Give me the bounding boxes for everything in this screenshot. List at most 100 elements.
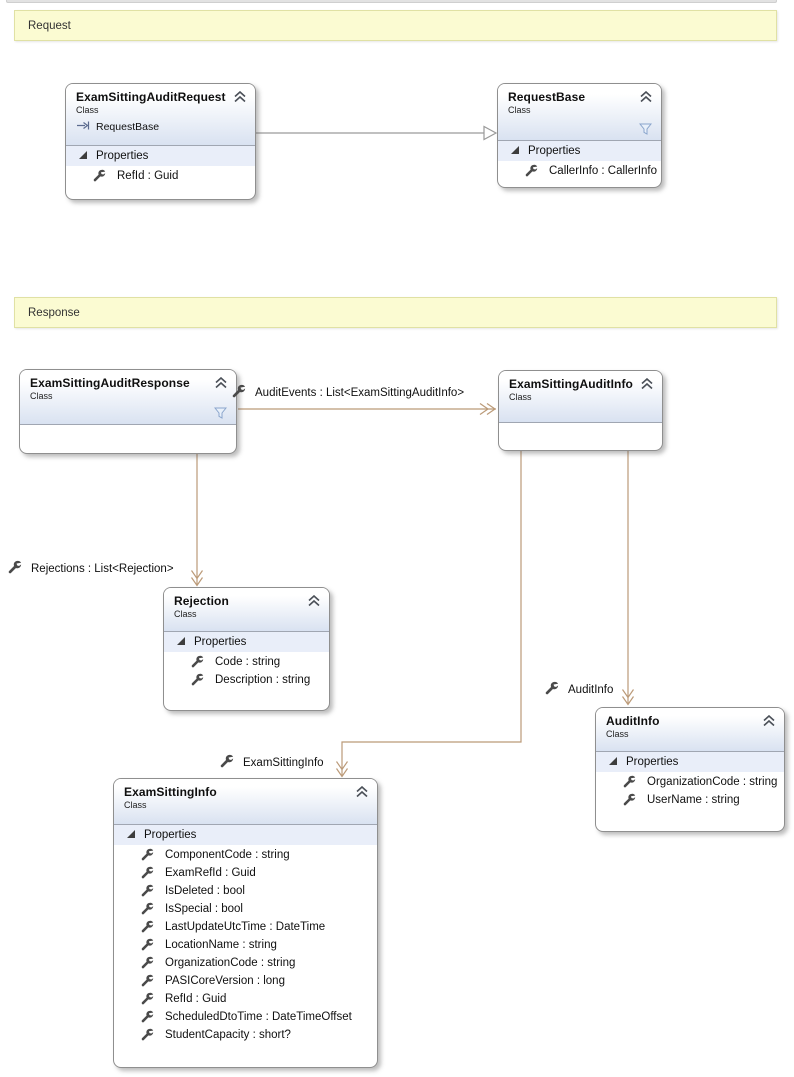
collapse-chevron-icon[interactable] xyxy=(233,90,247,103)
collapse-chevron-icon[interactable] xyxy=(640,377,654,390)
class-title: Rejection xyxy=(174,594,229,608)
clipped-shape-edge xyxy=(6,0,777,3)
class-title: ExamSittingInfo xyxy=(124,785,217,799)
association-label: AuditEvents : List<ExamSittingAuditInfo> xyxy=(255,386,465,399)
connector-label-exam-sitting-info[interactable]: ExamSittingInfo xyxy=(220,754,324,771)
banner-label: Request xyxy=(28,19,71,32)
properties-compartment-header[interactable]: Properties xyxy=(66,146,255,166)
wrench-icon xyxy=(525,164,538,177)
wrench-icon xyxy=(141,848,154,861)
property-label: ComponentCode : string xyxy=(165,848,290,861)
property-label: ScheduledDtoTime : DateTimeOffset xyxy=(165,1010,352,1023)
comment-banner-request[interactable]: Request xyxy=(14,10,777,41)
properties-compartment-header[interactable]: Properties xyxy=(596,752,784,772)
property-label: LocationName : string xyxy=(165,938,277,951)
association-connector-audit-info[interactable] xyxy=(622,451,634,706)
property-label: UserName : string xyxy=(647,793,740,806)
filter-icon[interactable] xyxy=(213,406,228,419)
property-label: LastUpdateUtcTime : DateTime xyxy=(165,920,326,933)
property-label: ExamRefId : Guid xyxy=(165,866,256,879)
inheritance-connector-requestbase[interactable] xyxy=(256,125,498,141)
class-header: ExamSittingInfo Class xyxy=(114,779,377,825)
property-row[interactable]: LocationName : string xyxy=(114,935,377,953)
property-row[interactable]: RefId : Guid xyxy=(114,989,377,1007)
class-title: ExamSittingAuditResponse xyxy=(30,376,190,390)
property-label: CallerInfo : CallerInfo xyxy=(549,164,658,177)
expander-icon xyxy=(79,150,87,162)
class-box-audit-info[interactable]: AuditInfo Class Properties OrganizationC… xyxy=(595,707,785,832)
property-label: OrganizationCode : string xyxy=(165,956,296,969)
wrench-icon xyxy=(141,1010,154,1023)
class-box-exam-sitting-audit-info[interactable]: ExamSittingAuditInfo Class xyxy=(498,370,663,451)
property-row[interactable]: ComponentCode : string xyxy=(114,845,377,863)
wrench-icon xyxy=(141,974,154,987)
collapse-chevron-icon[interactable] xyxy=(639,90,653,103)
connector-label-audit-events[interactable]: AuditEvents : List<ExamSittingAuditInfo> xyxy=(232,384,464,401)
class-box-exam-sitting-audit-response[interactable]: ExamSittingAuditResponse Class xyxy=(19,369,237,454)
property-row[interactable]: PASICoreVersion : long xyxy=(114,971,377,989)
wrench-icon xyxy=(141,938,154,951)
property-row[interactable]: ExamRefId : Guid xyxy=(114,863,377,881)
class-header: ExamSittingAuditRequest Class RequestBas… xyxy=(66,84,255,146)
expander-icon xyxy=(127,829,135,841)
collapse-chevron-icon[interactable] xyxy=(355,785,369,798)
property-row[interactable]: LastUpdateUtcTime : DateTime xyxy=(114,917,377,935)
property-row[interactable]: OrganizationCode : string xyxy=(596,772,784,790)
wrench-icon xyxy=(141,1028,154,1041)
wrench-icon xyxy=(141,992,154,1005)
wrench-icon xyxy=(141,956,154,969)
expander-icon xyxy=(609,756,617,768)
wrench-icon xyxy=(232,384,246,401)
association-connector-exam-sitting-info[interactable] xyxy=(336,451,522,778)
base-type-arrow-icon xyxy=(76,121,90,133)
property-row[interactable]: UserName : string xyxy=(596,790,784,808)
property-row[interactable]: OrganizationCode : string xyxy=(114,953,377,971)
class-box-rejection[interactable]: Rejection Class Properties Code : string… xyxy=(163,587,330,711)
property-row[interactable]: Description : string xyxy=(164,670,329,688)
class-title: AuditInfo xyxy=(606,714,660,728)
property-row[interactable]: StudentCapacity : short? xyxy=(114,1025,377,1043)
wrench-icon xyxy=(191,673,204,686)
collapse-chevron-icon[interactable] xyxy=(214,376,228,389)
class-kind: Class xyxy=(30,391,53,401)
property-row[interactable]: IsSpecial : bool xyxy=(114,899,377,917)
properties-compartment-header[interactable]: Properties xyxy=(164,632,329,652)
comment-banner-response[interactable]: Response xyxy=(14,297,777,328)
connector-label-rejections[interactable]: Rejections : List<Rejection> xyxy=(8,560,174,577)
collapse-chevron-icon[interactable] xyxy=(762,714,776,727)
wrench-icon xyxy=(623,775,636,788)
class-box-exam-sitting-audit-request[interactable]: ExamSittingAuditRequest Class RequestBas… xyxy=(65,83,256,200)
compartment-label: Properties xyxy=(96,150,149,162)
wrench-icon xyxy=(93,169,106,182)
class-box-request-base[interactable]: RequestBase Class Properties CallerInfo … xyxy=(497,83,662,188)
association-connector-rejections[interactable] xyxy=(191,454,203,587)
class-box-exam-sitting-info[interactable]: ExamSittingInfo Class Properties Compone… xyxy=(113,778,378,1068)
property-row[interactable]: RefId : Guid xyxy=(66,166,255,184)
property-label: PASICoreVersion : long xyxy=(165,974,285,987)
class-kind: Class xyxy=(508,105,531,115)
properties-compartment-header[interactable]: Properties xyxy=(498,141,661,161)
property-row[interactable]: IsDeleted : bool xyxy=(114,881,377,899)
banner-label: Response xyxy=(28,306,80,319)
expander-icon xyxy=(177,636,185,648)
wrench-icon xyxy=(141,920,154,933)
class-title: ExamSittingAuditRequest xyxy=(76,90,226,104)
property-row[interactable]: CallerInfo : CallerInfo xyxy=(498,161,661,179)
class-kind: Class xyxy=(124,800,147,810)
class-kind: Class xyxy=(76,105,99,115)
property-label: IsDeleted : bool xyxy=(165,884,245,897)
class-header: RequestBase Class xyxy=(498,84,661,141)
wrench-icon xyxy=(220,754,234,771)
property-row[interactable]: Code : string xyxy=(164,652,329,670)
connector-label-audit-info[interactable]: AuditInfo xyxy=(545,681,613,698)
wrench-icon xyxy=(141,902,154,915)
filter-icon[interactable] xyxy=(638,122,653,135)
association-connector-audit-events[interactable] xyxy=(238,403,497,415)
property-row[interactable]: ScheduledDtoTime : DateTimeOffset xyxy=(114,1007,377,1025)
properties-compartment-header[interactable]: Properties xyxy=(114,825,377,845)
class-title: ExamSittingAuditInfo xyxy=(509,377,633,391)
collapse-chevron-icon[interactable] xyxy=(307,594,321,607)
wrench-icon xyxy=(141,866,154,879)
wrench-icon xyxy=(8,560,22,577)
